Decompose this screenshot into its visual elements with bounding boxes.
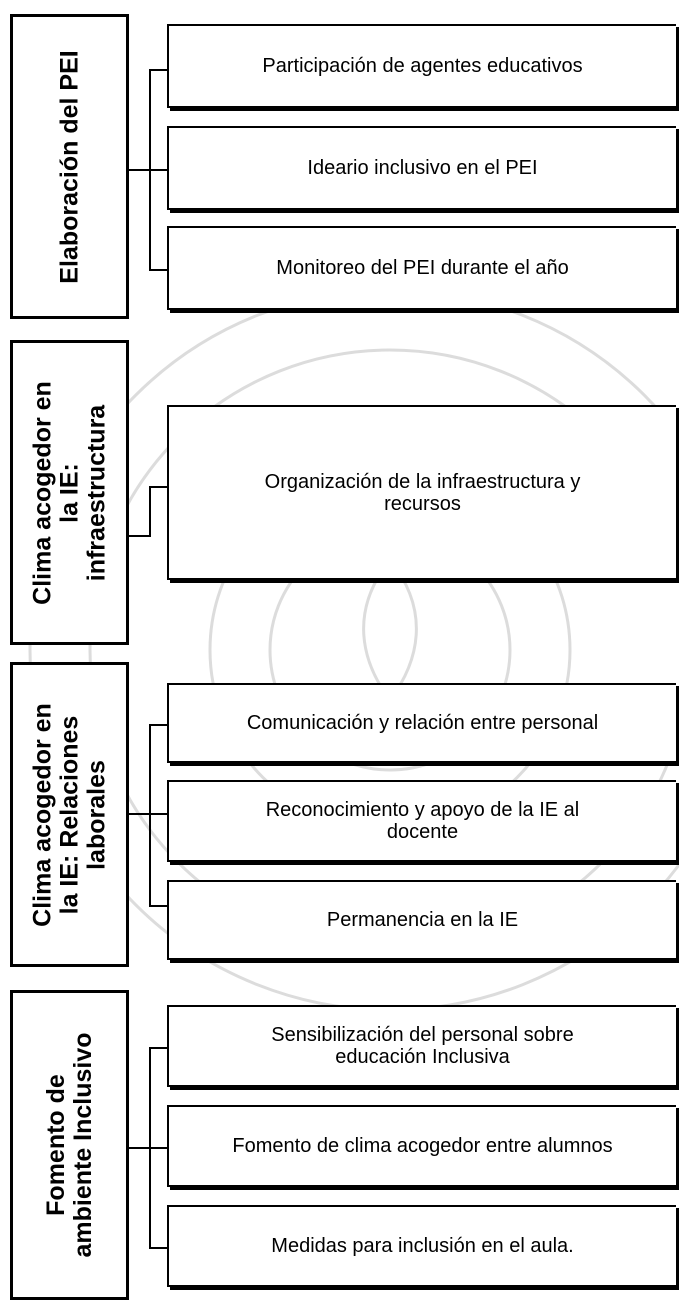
connector-2-branch-1 [149,486,167,488]
connector-1-branch-2 [149,169,167,171]
connector-1-branch-1 [149,69,167,71]
connector-2-stem [129,535,149,537]
group-title-box-2: Clima acogedor en la IE: infraestructura [10,340,129,645]
item-box-2-1: Organización de la infraestructura y rec… [167,405,676,580]
item-box-3-1: Comunicación y relación entre personal [167,683,676,763]
item-box-1-1: Participación de agentes educativos [167,24,676,108]
group-title-box-1: Elaboración del PEI [10,14,129,319]
item-box-3-3: Permanencia en la IE [167,880,676,960]
group-title-box-3: Clima acogedor en la IE: Relaciones labo… [10,662,129,967]
group-title-3: Clima acogedor en la IE: Relaciones labo… [28,702,110,927]
connector-4-branch-1 [149,1047,167,1049]
connector-3-stem [129,813,149,815]
item-box-4-1: Sensibilización del personal sobre educa… [167,1005,676,1087]
item-box-4-2: Fomento de clima acogedor entre alumnos [167,1105,676,1187]
item-label: Participación de agentes educativos [262,55,583,77]
connector-2-bracket [149,486,151,537]
connector-4-branch-3 [149,1247,167,1249]
connector-1-stem [129,169,149,171]
item-label: Comunicación y relación entre personal [246,712,599,734]
connector-3-branch-3 [149,905,167,907]
item-box-1-3: Monitoreo del PEI durante el año [167,226,676,310]
connector-3-branch-2 [149,813,167,815]
group-title-1: Elaboración del PEI [55,49,83,284]
item-box-4-3: Medidas para inclusión en el aula. [167,1205,676,1287]
item-box-1-2: Ideario inclusivo en el PEI [167,126,676,210]
item-label: Permanencia en la IE [326,909,519,931]
connector-4-branch-2 [149,1147,167,1149]
item-label: Organización de la infraestructura y rec… [264,470,581,515]
item-box-3-2: Reconocimiento y apoyo de la IE al docen… [167,780,676,862]
connector-3-branch-1 [149,724,167,726]
item-label: Medidas para inclusión en el aula. [271,1235,574,1257]
group-title-box-4: Fomento de ambiente Inclusivo [10,990,129,1300]
item-label: Reconocimiento y apoyo de la IE al docen… [265,799,580,843]
connector-4-stem [129,1147,149,1149]
item-label: Sensibilización del personal sobre educa… [271,1024,574,1068]
item-label: Ideario inclusivo en el PEI [307,157,538,179]
item-label: Fomento de clima acogedor entre alumnos [232,1135,613,1157]
connector-1-branch-3 [149,269,167,271]
item-label: Monitoreo del PEI durante el año [276,257,569,279]
group-title-2: Clima acogedor en la IE: infraestructura [28,380,110,605]
connector-3-bracket [149,724,151,906]
group-title-4: Fomento de ambiente Inclusivo [41,1032,97,1258]
